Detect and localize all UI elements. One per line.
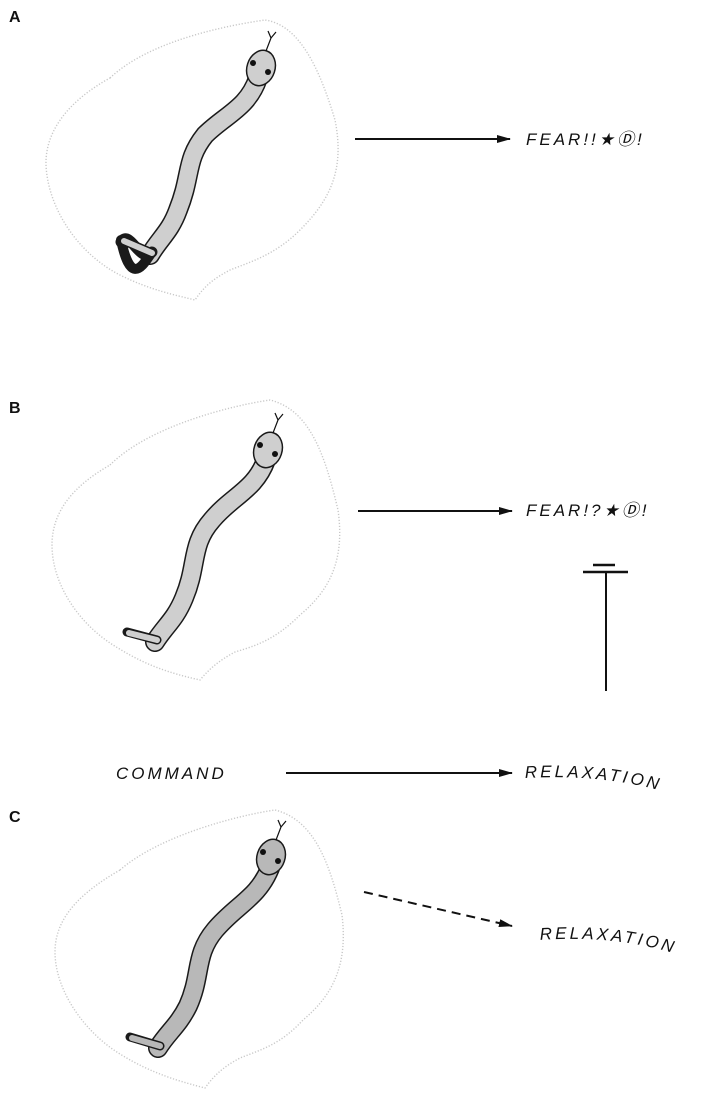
panel-b-letter: B: [9, 400, 21, 417]
inhibition-bar: [583, 565, 628, 691]
command-label: COMMAND: [116, 764, 227, 783]
panel-b: B FEAR!?★Ⓓ! COMMAND RELAXATION: [9, 400, 705, 805]
panel-c-letter: C: [9, 809, 21, 826]
fear-label-b: FEAR!?★Ⓓ!: [526, 501, 649, 520]
fear-label-a: FEAR!!★Ⓓ!: [526, 130, 645, 149]
panel-a: A FEAR!!★Ⓓ!: [9, 9, 645, 300]
arrow-c-dashed: [364, 892, 512, 926]
relaxation-label-b: RELAXATION: [524, 762, 663, 794]
panel-c: C RELAXATION: [9, 809, 718, 1088]
panel-a-letter: A: [9, 9, 21, 26]
relaxation-label-c: RELAXATION: [539, 924, 679, 958]
